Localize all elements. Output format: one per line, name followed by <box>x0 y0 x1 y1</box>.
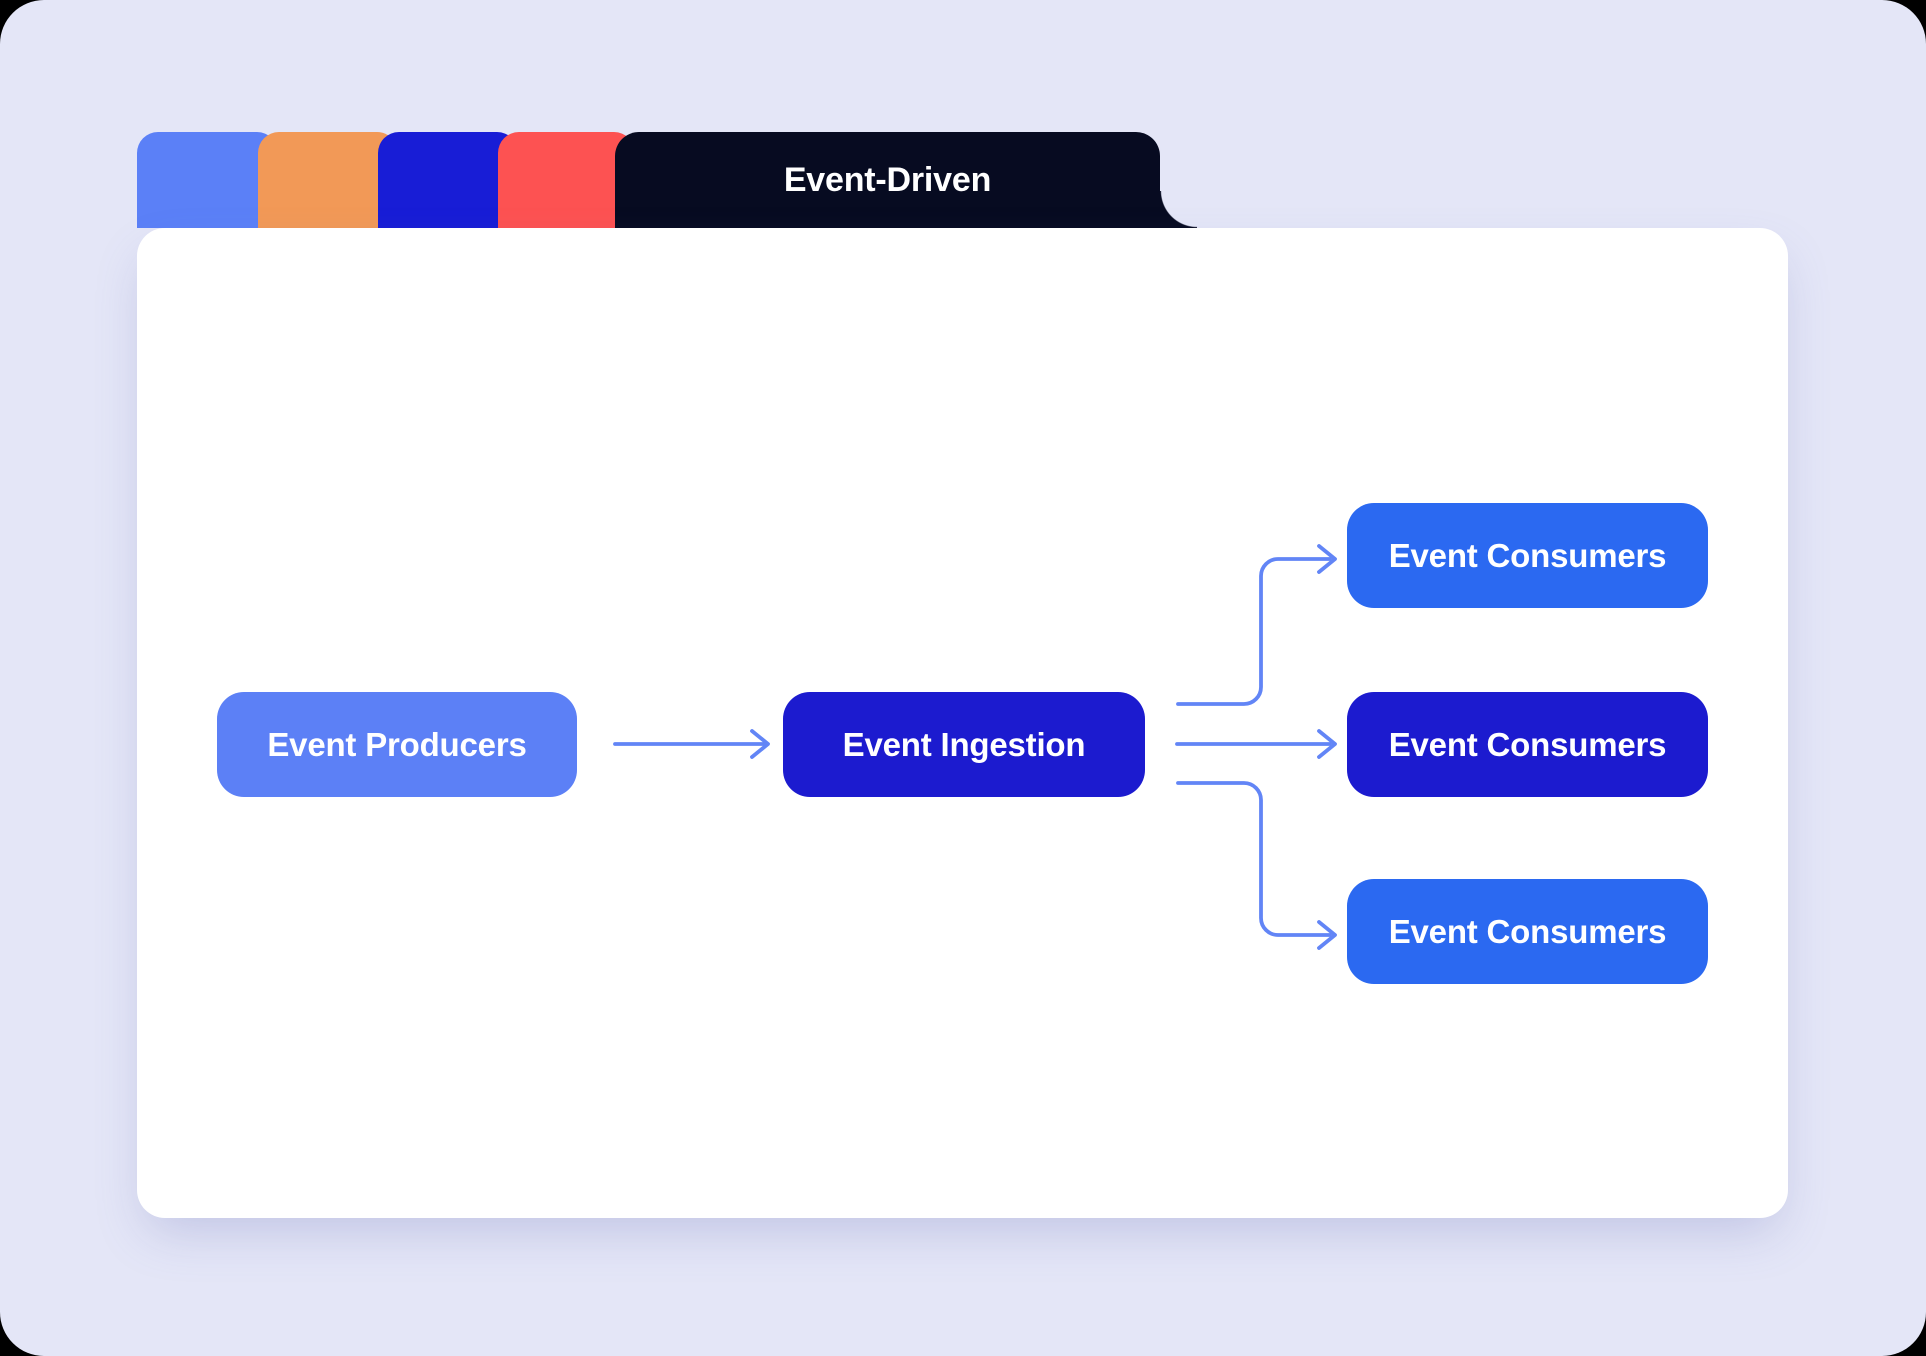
tab-event-driven-active[interactable]: Event-Driven <box>615 132 1197 228</box>
node-label: Event Producers <box>267 725 527 763</box>
tab-red[interactable] <box>498 132 635 228</box>
tab-corner-flare <box>1160 191 1197 228</box>
node-label: Event Consumers <box>1388 725 1667 763</box>
node-label: Event Ingestion <box>842 725 1086 763</box>
node-event-consumers-3: Event Consumers <box>1347 879 1708 984</box>
tab-blue[interactable] <box>137 132 278 228</box>
active-tab-label: Event-Driven <box>783 160 992 199</box>
node-label: Event Consumers <box>1388 536 1667 574</box>
node-event-producers: Event Producers <box>217 692 577 797</box>
node-event-consumers-2: Event Consumers <box>1347 692 1708 797</box>
node-event-ingestion: Event Ingestion <box>783 692 1145 797</box>
node-label: Event Consumers <box>1388 912 1667 950</box>
node-event-consumers-1: Event Consumers <box>1347 503 1708 608</box>
tab-dark-blue[interactable] <box>378 132 518 228</box>
tab-orange[interactable] <box>258 132 398 228</box>
